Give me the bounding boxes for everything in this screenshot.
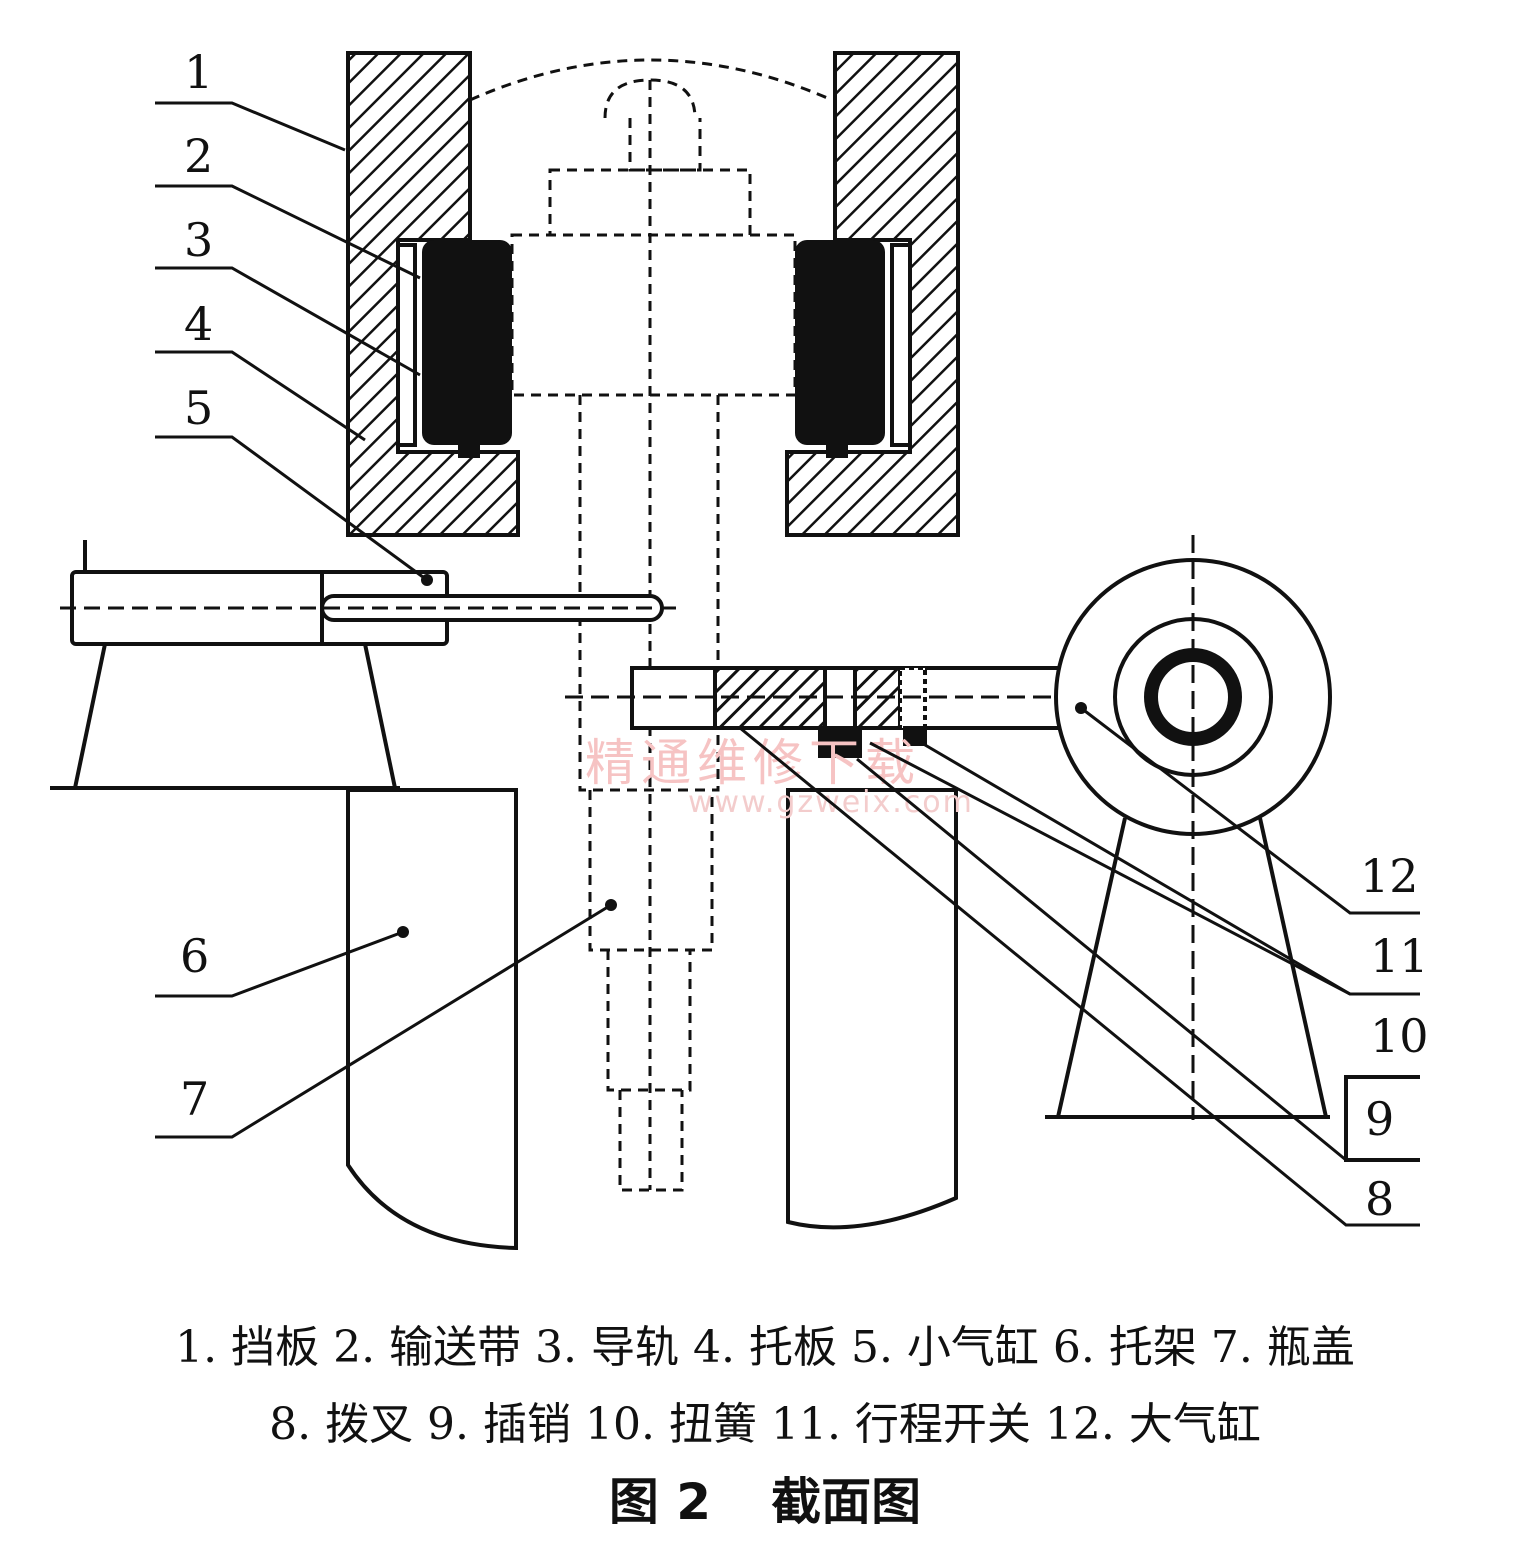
conveyor-belt-left <box>422 240 512 458</box>
callout-5: 5 <box>184 381 213 435</box>
callout-4: 4 <box>184 297 213 351</box>
guide-rail-right <box>890 243 910 447</box>
callout-9: 9 <box>1365 1092 1394 1146</box>
callout-12: 12 <box>1360 849 1419 903</box>
figure-title: 截面图 <box>771 1473 922 1531</box>
callout-3: 3 <box>184 213 213 267</box>
leader-lines <box>155 101 1420 1227</box>
figure-caption: 图 2 截面图 <box>0 1470 1530 1534</box>
callout-numbers: 1 2 3 4 5 6 7 12 11 10 9 8 <box>180 45 1429 1226</box>
guide-rail-left <box>398 243 417 447</box>
callout-1: 1 <box>184 45 213 99</box>
callout-8: 8 <box>1365 1172 1394 1226</box>
callout-6: 6 <box>180 929 209 983</box>
callout-2: 2 <box>184 129 213 183</box>
baffle-left <box>346 51 520 537</box>
small-cylinder <box>60 540 680 646</box>
conveyor-belt-right <box>795 240 885 458</box>
bracket-right <box>786 788 958 1230</box>
bracket-left <box>50 643 518 1251</box>
callout-7: 7 <box>180 1072 209 1126</box>
callout-10: 10 <box>1370 1009 1429 1063</box>
bottle-cap-outline <box>469 58 833 1192</box>
legend-line-1: 1. 挡板 2. 输送带 3. 导轨 4. 托板 5. 小气缸 6. 托架 7.… <box>175 1322 1355 1373</box>
large-cylinder <box>1045 535 1332 1120</box>
cross-section-drawing: 精通维修下载 www.gzweix.com 1 2 3 4 5 6 7 12 1… <box>50 45 1429 1251</box>
leader-dots <box>397 574 1087 938</box>
callout-11: 11 <box>1370 929 1429 983</box>
figure-number: 图 2 <box>608 1473 712 1531</box>
legend-line-2: 8. 拨叉 9. 插销 10. 扭簧 11. 行程开关 12. 大气缸 <box>269 1399 1261 1450</box>
